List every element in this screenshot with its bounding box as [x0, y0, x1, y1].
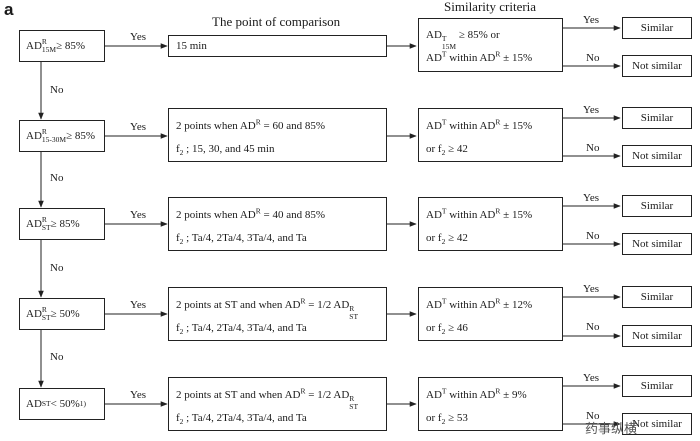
no-label: No [50, 351, 64, 363]
comparison-box-2: 2 points when ADR = 60 and 85% f2 ; 15, … [168, 108, 387, 162]
no-label: No [586, 52, 600, 64]
outcome-similar-2: Similar [622, 107, 692, 129]
comparison-box-3: 2 points when ADR = 40 and 85% f2 ; Ta/4… [168, 197, 387, 251]
outcome-similar-4: Similar [622, 286, 692, 308]
no-label: No [586, 142, 600, 154]
yes-label: Yes [130, 299, 147, 311]
header-point-of-comparison: The point of comparison [212, 14, 341, 29]
yes-label: Yes [583, 192, 600, 204]
no-label: No [586, 410, 600, 422]
outcome-similar-5: Similar [622, 375, 692, 397]
yes-label: Yes [130, 209, 147, 221]
no-label: No [50, 262, 64, 274]
panel-label: a [4, 0, 14, 19]
outcome-not-similar-2: Not similar [622, 145, 692, 167]
yes-label: Yes [583, 104, 600, 116]
outcome-similar-3: Similar [622, 195, 692, 217]
no-label: No [50, 84, 64, 96]
yes-label: Yes [583, 14, 600, 26]
criteria-box-4: ADT within ADR ± 12% or f2 ≥ 46 [418, 287, 563, 341]
outcome-similar-1: Similar [622, 17, 692, 39]
criteria-box-3: ADT within ADR ± 15% or f2 ≥ 42 [418, 197, 563, 251]
yes-label: Yes [130, 121, 147, 133]
yes-label: Yes [583, 372, 600, 384]
yes-label: Yes [130, 31, 147, 43]
yes-label: Yes [583, 283, 600, 295]
criteria-box-5: ADT within ADR ± 9% or f2 ≥ 53 [418, 377, 563, 431]
outcome-not-similar-4: Not similar [622, 325, 692, 347]
header-similarity-criteria: Similarity criteria [444, 0, 537, 14]
yes-label: Yes [130, 389, 147, 401]
watermark: 药事纵横 [585, 422, 638, 437]
no-label: No [50, 172, 64, 184]
outcome-not-similar-5: Not similar [622, 413, 692, 435]
outcome-not-similar-3: Not similar [622, 233, 692, 255]
criteria-box-2: ADT within ADR ± 15% or f2 ≥ 42 [418, 108, 563, 162]
no-label: No [586, 230, 600, 242]
comparison-box-1: 15 min [168, 35, 387, 57]
outcome-not-similar-1: Not similar [622, 55, 692, 77]
no-label: No [586, 321, 600, 333]
